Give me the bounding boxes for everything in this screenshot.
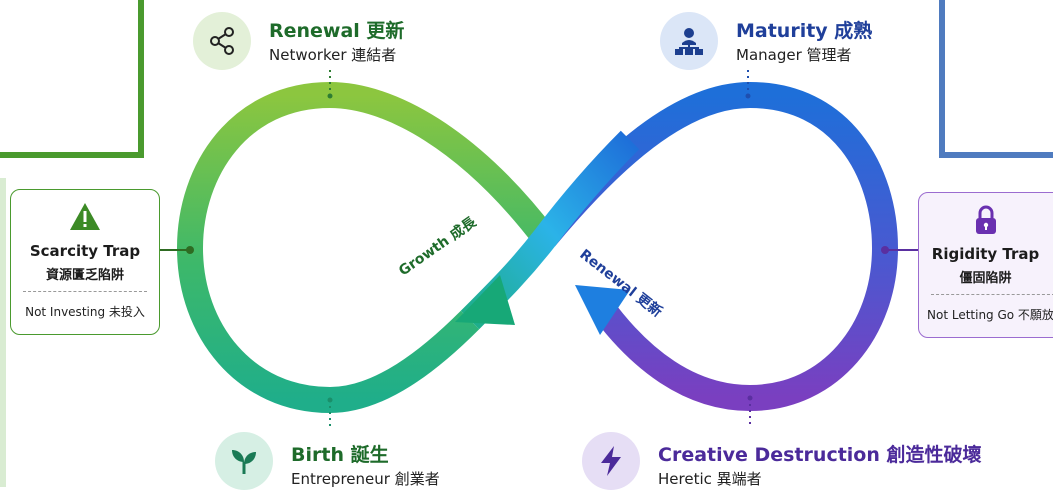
trap-rigidity-title-cn: 僵固陷阱 (959, 271, 1012, 286)
trap-scarcity-note: Not Investing 未投入 (25, 305, 145, 319)
trap-rigidity-note: Not Letting Go 不願放手 (927, 308, 1053, 322)
stage-creative-destruction-subtitle: Heretic 異端者 (658, 470, 762, 488)
top-left-frame (0, 0, 144, 158)
loop-left-lobe (176, 81, 556, 414)
lightning-icon (582, 432, 640, 490)
stage-birth-title: Birth 誕生 (291, 444, 389, 466)
network-icon (193, 12, 251, 70)
sprout-icon (215, 432, 273, 490)
loop-right-lobe (535, 81, 899, 412)
left-edge-strip (0, 178, 6, 487)
stage-creative-destruction-title: Creative Destruction 創造性破壞 (658, 444, 982, 466)
trap-rigidity-title: Rigidity Trap (931, 245, 1040, 263)
stage-maturity-title: Maturity 成熟 (736, 20, 873, 42)
trap-scarcity-title: Scarcity Trap (29, 242, 141, 260)
trap-scarcity: Scarcity Trap 資源匱乏陷阱 Not Investing 未投入 (10, 189, 160, 335)
org-chart-icon (660, 12, 718, 70)
stage-birth-subtitle: Entrepreneur 創業者 (291, 470, 440, 488)
warning-icon (11, 202, 159, 232)
renewal-arrowhead (575, 285, 630, 335)
trap-scarcity-divider (23, 291, 147, 292)
stage-renewal-subtitle: Networker 連結者 (269, 46, 397, 64)
stage-renewal-title: Renewal 更新 (269, 20, 405, 42)
growth-arrowhead (455, 275, 515, 325)
lock-icon (919, 205, 1052, 235)
top-right-frame (939, 0, 1053, 158)
trap-rigidity: Rigidity Trap 僵固陷阱 Not Letting Go 不願放手 (918, 192, 1053, 338)
trap-scarcity-title-cn: 資源匱乏陷阱 (45, 268, 124, 283)
trap-rigidity-divider (931, 294, 1053, 295)
stage-maturity-subtitle: Manager 管理者 (736, 46, 852, 64)
